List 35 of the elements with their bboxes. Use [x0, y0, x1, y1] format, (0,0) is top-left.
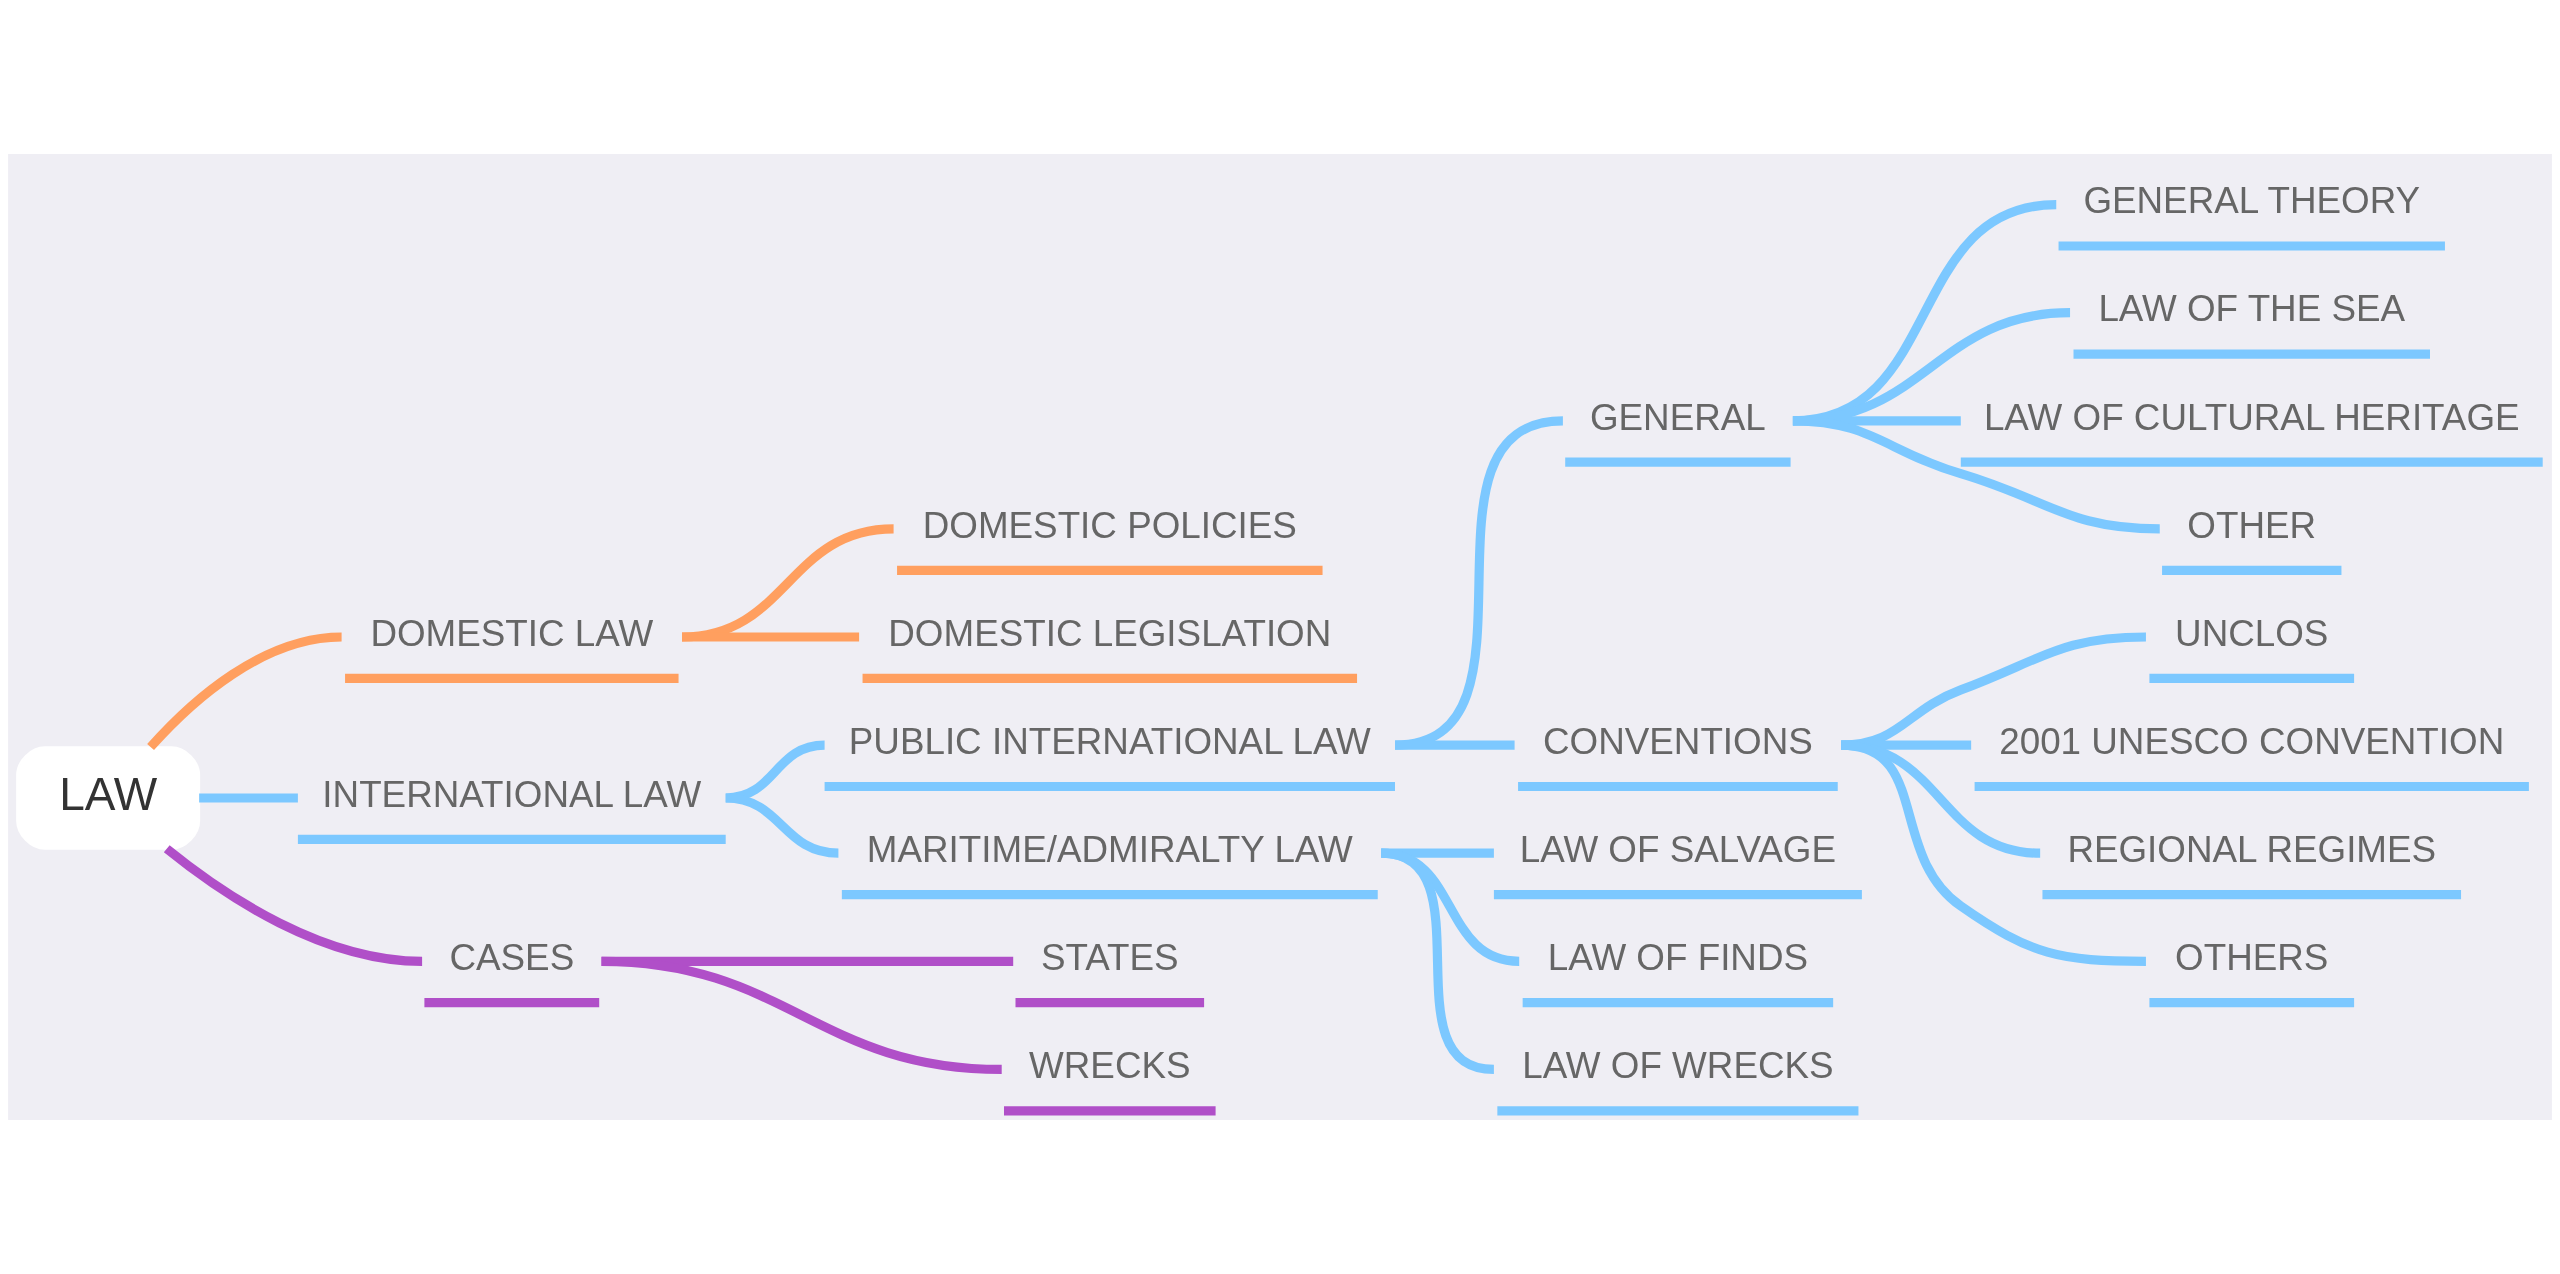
connector: [601, 956, 1002, 1074]
connector: [147, 632, 342, 751]
node-text: PUBLIC INTERNATIONAL LAW: [848, 720, 1371, 762]
connector: [163, 845, 423, 966]
node-text: REGIONAL REGIMES: [2067, 828, 2437, 870]
connector: [1840, 740, 2146, 966]
node-text: CASES: [449, 937, 575, 979]
connector: [1792, 416, 2160, 534]
node-text: INTERNATIONAL LAW: [322, 773, 702, 815]
node-text: DOMESTIC LEGISLATION: [888, 612, 1332, 654]
node-text: WRECKS: [1029, 1045, 1191, 1087]
node-text: LAW OF FINDS: [1547, 937, 1809, 979]
node-box: LAW: [16, 746, 201, 850]
connector: [682, 632, 860, 642]
connector: [681, 524, 894, 642]
node-text: GENERAL: [1589, 396, 1766, 438]
connector: [199, 793, 298, 803]
connector: [725, 793, 839, 858]
connector: [1840, 632, 2147, 750]
node-text: STATES: [1040, 937, 1179, 979]
node-text: LAW OF THE SEA: [2098, 288, 2406, 330]
node-text: UNCLOS: [2175, 612, 2329, 654]
node-text: CONVENTIONS: [1542, 720, 1813, 762]
node-text: 2001 UNESCO CONVENTION: [1999, 720, 2505, 762]
node-text: DOMESTIC LAW: [370, 612, 654, 654]
connector: [1395, 740, 1515, 750]
node-text: OTHERS: [2175, 937, 2329, 979]
node-text: LAW OF WRECKS: [1522, 1045, 1834, 1087]
connector: [1394, 416, 1564, 750]
node-text: DOMESTIC POLICIES: [922, 504, 1297, 546]
node-text: LAW OF CULTURAL HERITAGE: [1983, 396, 2520, 438]
node-text: GENERAL THEORY: [2083, 180, 2421, 222]
node-text: OTHER: [2187, 504, 2317, 546]
node-text: MARITIME/ADMIRALTY LAW: [866, 828, 1353, 870]
node-text: LAW OF SALVAGE: [1519, 828, 1837, 870]
